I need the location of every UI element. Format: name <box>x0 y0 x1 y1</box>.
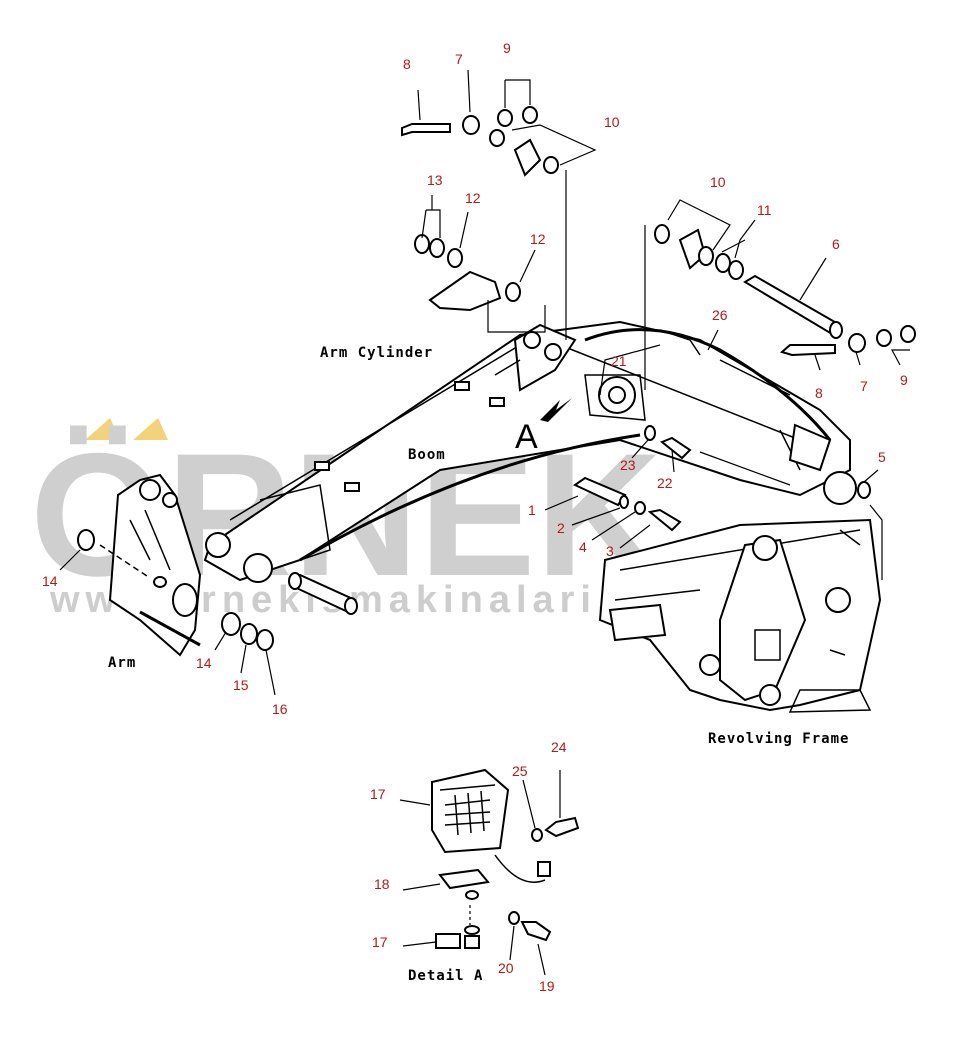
boom-foot-pin <box>288 572 358 615</box>
callout: 14 <box>42 573 58 589</box>
callout: 13 <box>427 172 443 188</box>
label-revolving-frame: Revolving Frame <box>708 731 849 747</box>
callout: 20 <box>498 960 514 976</box>
leader-lines <box>59 69 910 696</box>
callout: 1 <box>528 502 536 518</box>
callout: 19 <box>539 978 555 994</box>
callout: 14 <box>196 655 212 671</box>
callout: 3 <box>606 543 614 559</box>
boom <box>203 320 857 583</box>
callout: 5 <box>878 449 886 465</box>
callout: 25 <box>512 763 528 779</box>
callout: 4 <box>579 539 587 555</box>
callout: 8 <box>815 385 823 401</box>
label-detail-a: Detail A <box>408 968 483 984</box>
callout: 2 <box>557 520 565 536</box>
section-arrow-icon <box>540 398 572 422</box>
callout: 21 <box>611 353 627 369</box>
hardware-right <box>654 224 916 357</box>
part-labels: Arm Cylinder Boom Arm Revolving Frame De… <box>108 345 849 984</box>
callout: 24 <box>551 739 567 755</box>
revolving-frame <box>598 518 882 713</box>
callout: 22 <box>657 475 673 491</box>
hardware-top <box>401 106 559 312</box>
section-marker-a: A <box>515 418 538 456</box>
callout: 7 <box>455 51 463 67</box>
callout: 6 <box>832 236 840 252</box>
callout: 12 <box>530 231 546 247</box>
callout: 17 <box>372 934 388 950</box>
callout: 10 <box>604 114 620 130</box>
callout: 10 <box>710 174 726 190</box>
arm <box>99 473 202 657</box>
hardware-boom-cylinder <box>573 425 871 532</box>
callout: 16 <box>272 701 288 717</box>
label-arm: Arm <box>108 655 136 671</box>
label-boom: Boom <box>408 447 446 463</box>
callout: 18 <box>374 876 390 892</box>
callout: 8 <box>403 56 411 72</box>
callout: 15 <box>233 677 249 693</box>
callout: 23 <box>620 457 636 473</box>
detail-a-assembly <box>399 768 580 976</box>
label-arm-cylinder: Arm Cylinder <box>320 345 433 361</box>
callout: 26 <box>712 307 728 323</box>
callout: 17 <box>370 786 386 802</box>
callout: 9 <box>900 372 908 388</box>
arm-cylinder-bracket <box>494 323 577 392</box>
callout: 12 <box>465 190 481 206</box>
callout: 9 <box>503 40 511 56</box>
callout: 7 <box>860 378 868 394</box>
hardware-arm-foot <box>77 529 274 651</box>
callout: 11 <box>757 202 772 218</box>
callout-numbers: 8 7 9 10 13 12 12 10 11 6 26 21 8 7 9 5 … <box>42 40 908 994</box>
